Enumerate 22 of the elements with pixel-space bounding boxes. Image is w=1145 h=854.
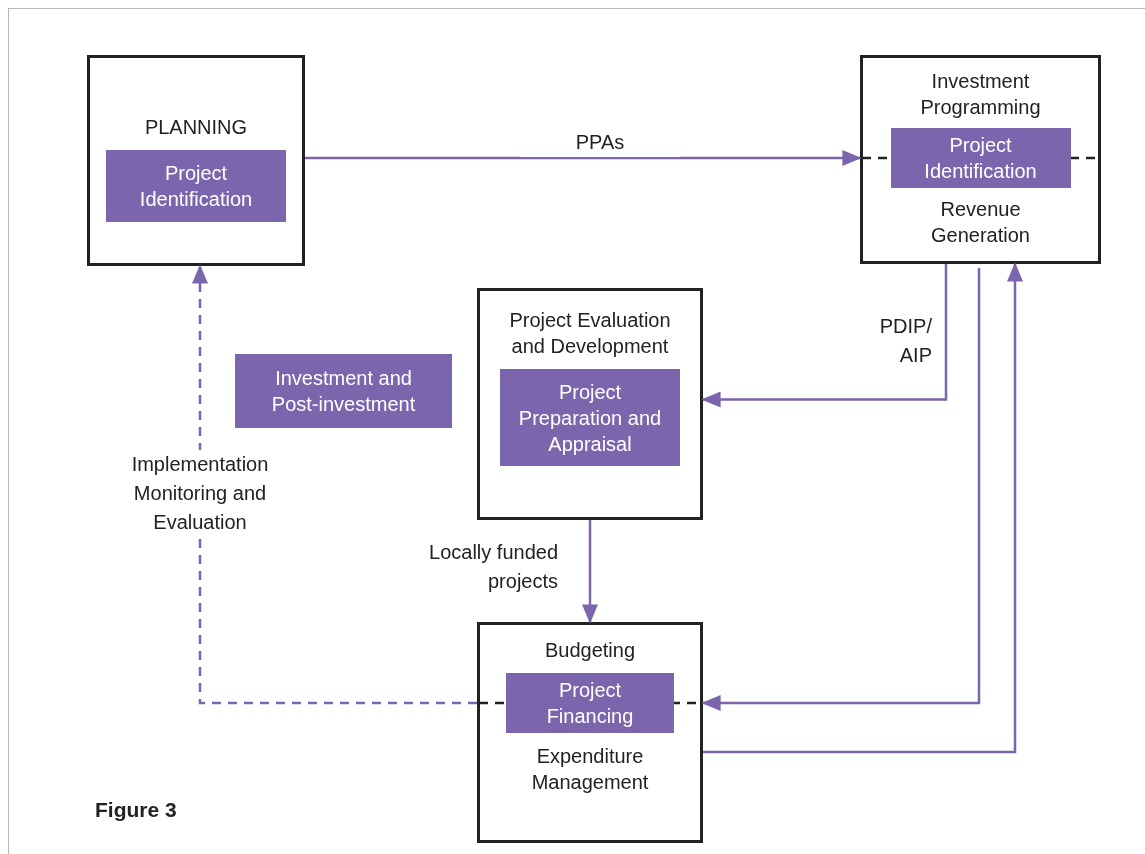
stage-title: Investment Programming: [919, 69, 1042, 120]
stage-box: [477, 288, 703, 520]
stage-title: Budgeting: [543, 638, 637, 663]
arrow: [582, 520, 598, 624]
process-box: Project Preparation and Appraisal: [500, 369, 680, 466]
stage-subtitle: Expenditure Management: [530, 744, 650, 795]
process-box: Project Identification: [890, 128, 1071, 188]
arrow: [701, 268, 981, 711]
process-box: Project Identification: [106, 150, 286, 222]
stage-title: PLANNING: [143, 115, 249, 140]
stage-box: [477, 622, 703, 843]
arrow: [701, 264, 948, 408]
figure-caption: Figure 3: [95, 798, 177, 822]
stage-box: [87, 55, 305, 266]
dashed-arrow: [192, 264, 477, 705]
process-box: Investment and Post-investment: [235, 354, 452, 428]
process-box: Project Financing: [506, 673, 674, 733]
stage-title: Project Evaluation and Development: [508, 308, 672, 359]
arrow: [703, 262, 1023, 754]
arrow: [305, 150, 862, 166]
stage-box: [860, 55, 1101, 264]
stage-subtitle: Revenue Generation: [930, 197, 1031, 248]
